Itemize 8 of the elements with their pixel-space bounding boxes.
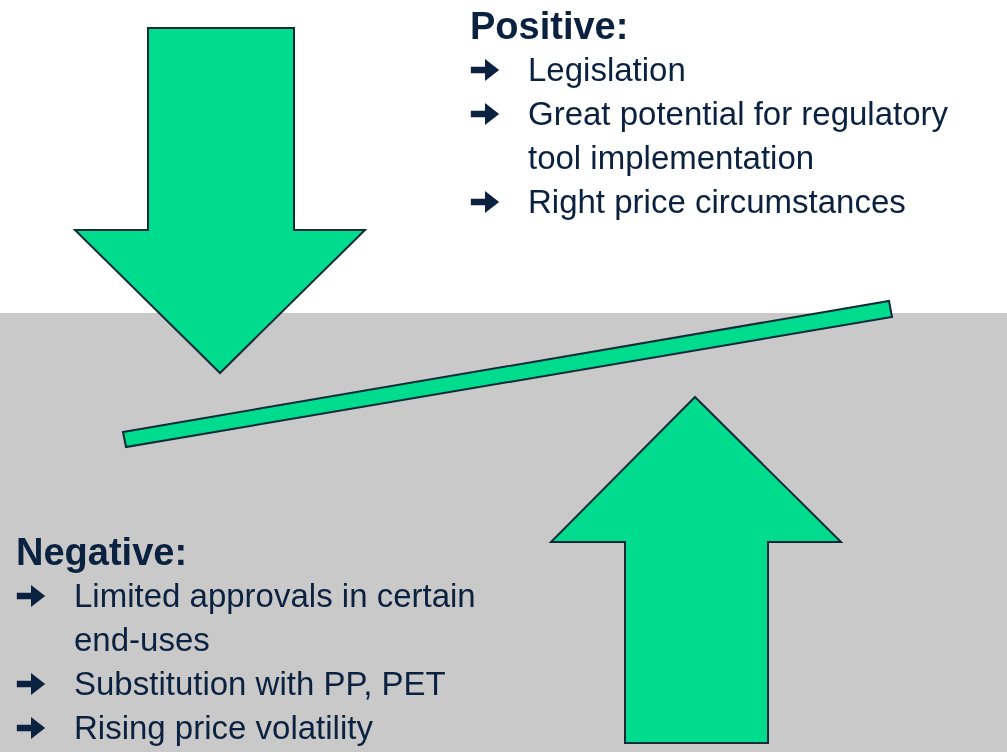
bullet-text: Right price circumstances <box>528 182 906 222</box>
bullet-text: Limited approvals in certain end-uses <box>74 576 477 660</box>
heading: Negative: <box>16 530 189 574</box>
bullet-text: Great potential for regulatory tool implementation <box>528 94 950 178</box>
heading: Positive: <box>470 4 630 48</box>
bullet-text: Substitution with PP, PET <box>74 664 446 704</box>
bullet-text: Legislation <box>528 50 686 90</box>
bullet-text: Rising price volatility <box>74 708 373 748</box>
